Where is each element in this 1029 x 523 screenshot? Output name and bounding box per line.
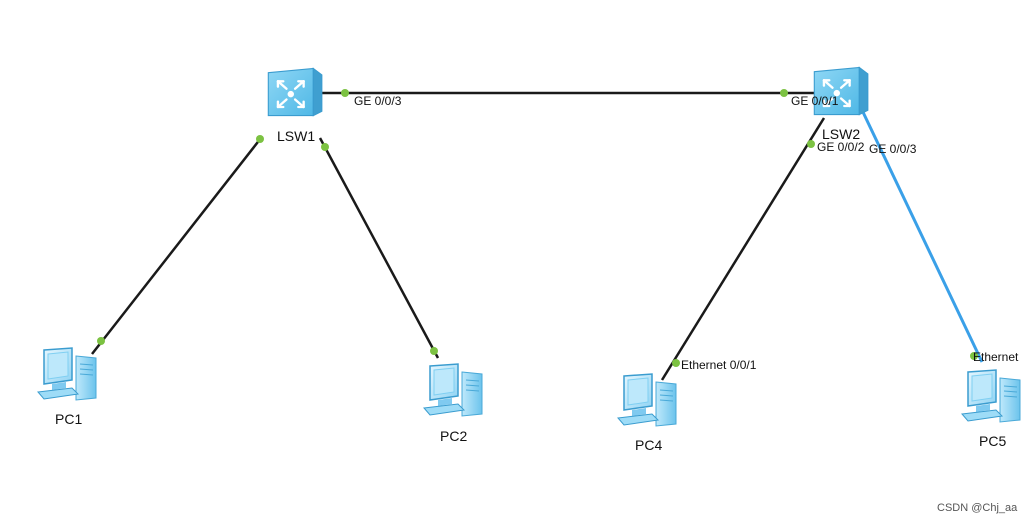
switch-icon (267, 67, 324, 117)
port-label-pc4-ethernet: Ethernet 0/0/1 (681, 358, 757, 372)
pc-icon (423, 363, 483, 417)
port-dot (672, 359, 680, 367)
pc-pc2[interactable]: PC2 (423, 363, 483, 444)
device-label-lsw2: LSW2 (822, 126, 860, 142)
port-label-lsw1-ge003: GE 0/0/3 (354, 94, 402, 108)
port-label-lsw2-ge001: GE 0/0/1 (791, 94, 839, 108)
port-dot (970, 352, 978, 360)
port-dot (341, 89, 349, 97)
port-label-lsw2-ge002: GE 0/0/2 (817, 140, 865, 154)
port-dot (780, 89, 788, 97)
port-dot (256, 135, 264, 143)
link-lsw2-pc5-selected[interactable] (860, 109, 984, 363)
pc-pc1[interactable]: PC1 (37, 347, 97, 427)
pc-pc5[interactable]: PC5 (961, 369, 1021, 449)
device-label-pc2: PC2 (440, 428, 467, 444)
watermark: CSDN @Chj_aa (937, 502, 1018, 514)
link-lsw1-pc1[interactable] (91, 137, 262, 355)
device-label-pc1: PC1 (55, 411, 82, 427)
switch-lsw2[interactable]: LSW2 (813, 66, 870, 142)
port-dot (807, 140, 815, 148)
port-dot (321, 143, 329, 151)
port-label-lsw2-ge003: GE 0/0/3 (869, 142, 917, 156)
pc-icon (617, 373, 677, 427)
device-label-lsw1: LSW1 (277, 128, 315, 144)
link-lsw1-pc2[interactable] (318, 137, 440, 359)
pc-icon (37, 347, 97, 401)
pc-pc4[interactable]: PC4 (617, 373, 677, 453)
device-label-pc4: PC4 (635, 437, 662, 453)
device-label-pc5: PC5 (979, 433, 1006, 449)
pc-icon (961, 369, 1021, 423)
port-dot (97, 337, 105, 345)
link-lsw2-pc4[interactable] (660, 117, 826, 381)
switch-lsw1[interactable]: LSW1 (267, 67, 324, 144)
port-label-pc5-ethernet: Ethernet (973, 350, 1019, 364)
port-dot (430, 347, 438, 355)
